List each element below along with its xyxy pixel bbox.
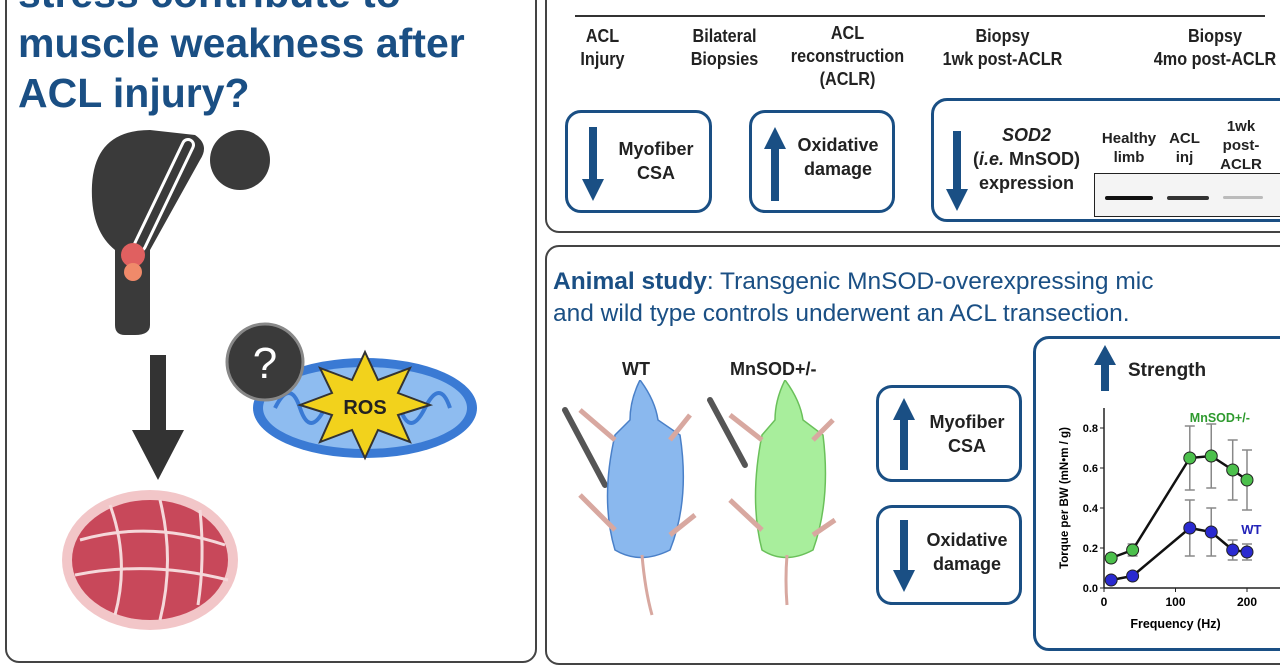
series-label-mnsod: MnSOD+/- bbox=[1190, 411, 1250, 425]
down-arrow-icon bbox=[132, 355, 184, 480]
injured-person-icon bbox=[91, 130, 270, 335]
data-point bbox=[1183, 451, 1197, 465]
mnsod-mouse-icon bbox=[707, 380, 837, 606]
data-point bbox=[1226, 463, 1240, 477]
blot-band bbox=[1167, 196, 1209, 200]
x-tick-label: 200 bbox=[1237, 595, 1257, 609]
panel-title: stress contribute to muscle weakness aft… bbox=[18, 0, 538, 118]
ros-burst-icon bbox=[296, 349, 434, 461]
down-arrow-icon bbox=[582, 127, 604, 201]
data-point bbox=[1126, 569, 1140, 583]
y-tick-label: 0.8 bbox=[1083, 423, 1098, 435]
data-point bbox=[1204, 449, 1218, 463]
question-mark-icon: ? bbox=[225, 322, 305, 402]
y-tick-label: 0.6 bbox=[1083, 463, 1098, 475]
y-tick-label: 0.4 bbox=[1083, 503, 1099, 515]
ros-label: ROS bbox=[343, 397, 386, 419]
mice-illustration bbox=[562, 380, 837, 616]
blot-band bbox=[1223, 196, 1263, 199]
animal-study-header: Animal study: Transgenic MnSOD-overexpre… bbox=[553, 268, 1154, 327]
svg-text:?: ? bbox=[253, 339, 277, 388]
strength-label: Strength bbox=[1128, 360, 1207, 381]
data-point bbox=[1183, 521, 1197, 535]
down-arrow-icon bbox=[946, 131, 968, 211]
western-blot bbox=[1094, 173, 1280, 217]
y-tick-label: 0.2 bbox=[1083, 543, 1098, 555]
title-line: ACL injury? bbox=[18, 70, 250, 116]
up-arrow-icon bbox=[1094, 345, 1116, 391]
title-line: muscle weakness after bbox=[18, 20, 465, 66]
data-point bbox=[1240, 473, 1254, 487]
title-line: stress contribute to bbox=[18, 0, 538, 18]
x-axis-label: Frequency (Hz) bbox=[1130, 617, 1220, 631]
strength-chart-box: Strength bbox=[1033, 336, 1280, 651]
left-illustrations: ROS ? bbox=[62, 130, 477, 630]
data-point bbox=[1126, 543, 1140, 557]
y-axis-label: Torque per BW (mN•m / g) bbox=[1059, 427, 1071, 569]
x-tick-label: 100 bbox=[1165, 595, 1185, 609]
timeline-line bbox=[575, 15, 1265, 17]
wt-mouse-icon bbox=[562, 380, 697, 616]
mouse-label-mnsod: MnSOD+/- bbox=[730, 359, 817, 379]
data-point bbox=[1104, 573, 1118, 587]
y-tick-label: 0.0 bbox=[1083, 583, 1098, 595]
blot-band bbox=[1105, 196, 1153, 200]
up-arrow-icon bbox=[893, 398, 915, 470]
muscle-tissue-icon bbox=[62, 490, 238, 630]
data-point bbox=[1104, 551, 1118, 565]
data-point bbox=[1226, 543, 1240, 557]
data-point bbox=[1204, 525, 1218, 539]
data-point bbox=[1240, 545, 1254, 559]
up-arrow-icon bbox=[764, 127, 786, 201]
mouse-label-wt: WT bbox=[622, 359, 650, 379]
series-label-wt: WT bbox=[1241, 522, 1261, 537]
x-tick-label: 0 bbox=[1101, 595, 1108, 609]
down-arrow-icon bbox=[893, 520, 915, 592]
